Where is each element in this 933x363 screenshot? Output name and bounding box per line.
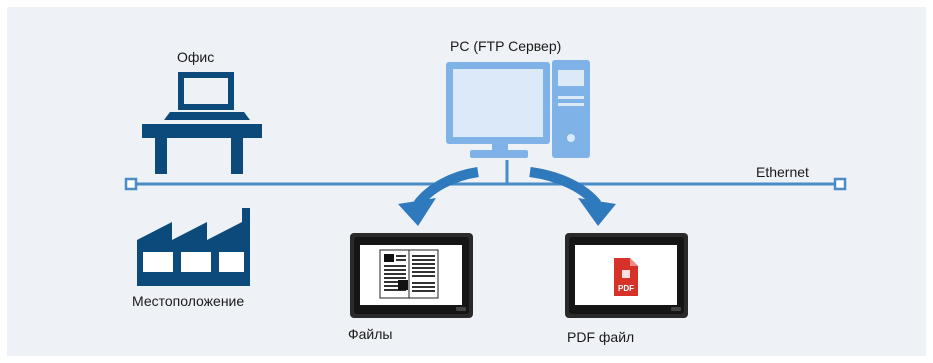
hmi-device-files xyxy=(350,233,473,318)
office-icon xyxy=(142,72,262,174)
office-label: Офис xyxy=(177,49,215,65)
files-label: Файлы xyxy=(348,326,393,342)
factory-icon xyxy=(137,208,250,286)
pdf-file-label: PDF файл xyxy=(567,329,635,345)
download-arrow-right xyxy=(529,167,616,226)
pdf-badge: PDF xyxy=(618,284,634,293)
ethernet-endpoint-left xyxy=(124,177,138,191)
location-label: Местоположение xyxy=(132,293,245,309)
hmi-device-pdf: PDF xyxy=(565,233,688,318)
pc-label: PC (FTP Сервер) xyxy=(450,38,562,54)
ethernet-endpoint-right xyxy=(833,177,847,191)
ethernet-label: Ethernet xyxy=(756,164,809,180)
download-arrow-left xyxy=(398,167,479,226)
pc-server-icon xyxy=(446,60,590,158)
